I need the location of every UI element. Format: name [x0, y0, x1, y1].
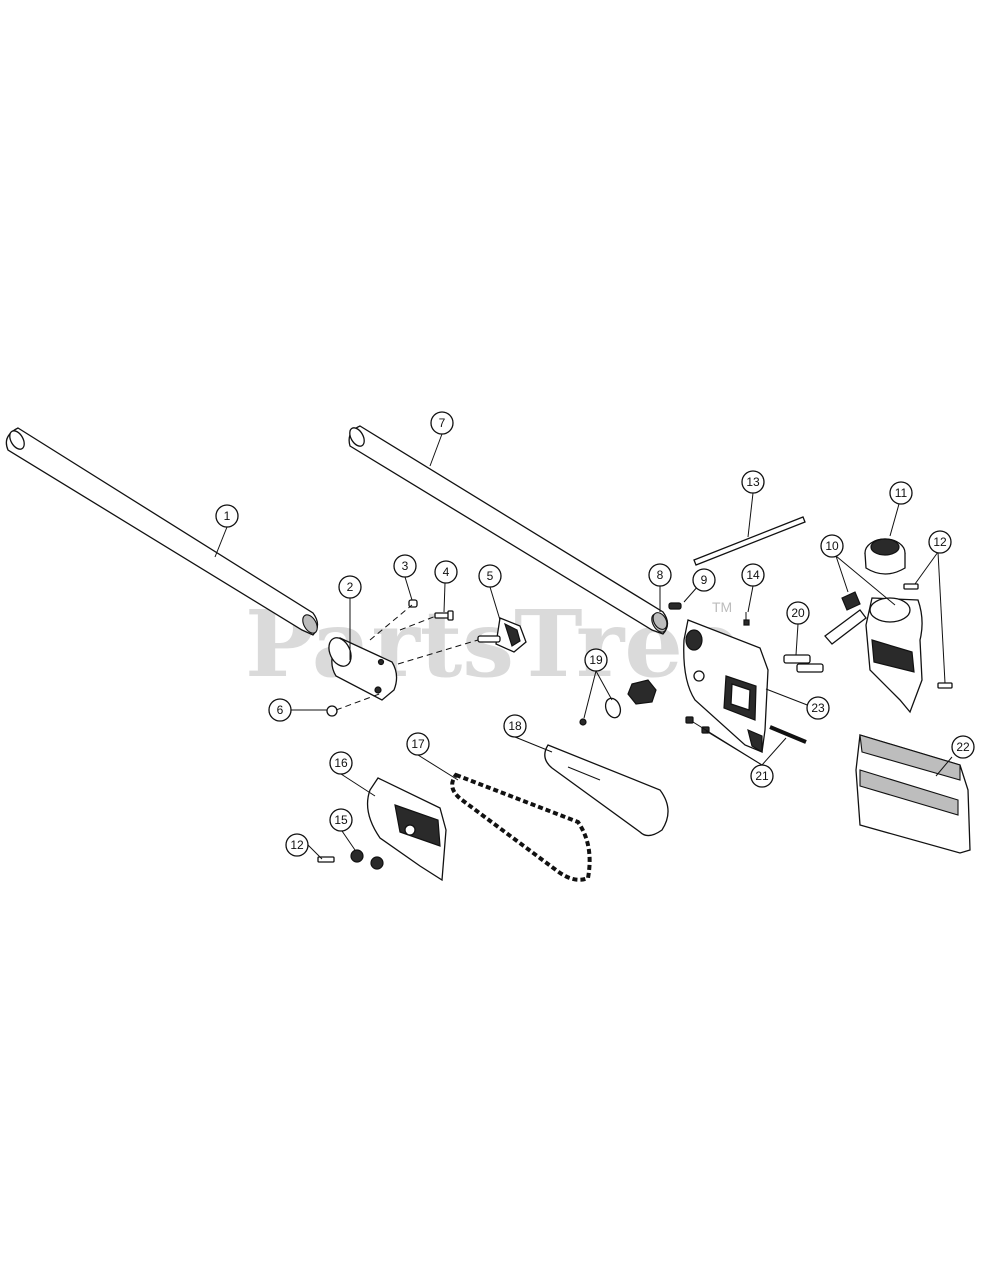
part-pin-14: [743, 612, 750, 626]
svg-text:10: 10: [825, 539, 839, 553]
callout-23: 23: [806, 696, 830, 720]
part-sprocket-cover-16: [366, 777, 447, 882]
callout-6: 6: [268, 698, 292, 722]
callout-8: 8: [648, 563, 672, 587]
part-oil-tank-10: [824, 591, 923, 714]
svg-text:5: 5: [487, 569, 494, 583]
callout-22: 22: [951, 735, 975, 759]
svg-text:20: 20: [791, 606, 805, 620]
svg-text:23: 23: [811, 701, 825, 715]
callout-5: 5: [478, 564, 502, 588]
callout-19: 19: [584, 648, 608, 672]
svg-text:21: 21: [755, 769, 769, 783]
watermark-trademark: TM: [712, 599, 732, 615]
callout-3: 3: [393, 554, 417, 578]
svg-text:13: 13: [746, 475, 760, 489]
svg-text:9: 9: [701, 573, 708, 587]
svg-text:14: 14: [746, 568, 760, 582]
svg-text:12: 12: [933, 535, 947, 549]
callout-20: 20: [786, 601, 810, 625]
svg-text:18: 18: [508, 719, 522, 733]
callout-13: 13: [741, 470, 765, 494]
callout-12-bottom: 12: [285, 833, 309, 857]
svg-text:11: 11: [895, 486, 908, 500]
callout-18: 18: [503, 714, 527, 738]
callout-10: 10: [820, 534, 844, 558]
callout-15: 15: [329, 808, 353, 832]
part-screw-9: [668, 602, 682, 610]
part-drive-housing-23: [683, 619, 769, 754]
callout-16: 16: [329, 751, 353, 775]
callout-14: 14: [741, 563, 765, 587]
part-guide-bar-18: [544, 744, 669, 837]
part-screw-4: [434, 610, 454, 621]
callout-12-top: 12: [928, 530, 952, 554]
callout-7: 7: [430, 411, 454, 435]
svg-text:8: 8: [657, 568, 664, 582]
part-lower-boom-tube: [5, 427, 319, 636]
part-scabbard-22: [855, 734, 971, 854]
part-rod-13: [693, 516, 806, 566]
part-end-cap-8: [652, 612, 668, 630]
part-nut-6: [326, 705, 338, 717]
callout-2: 2: [338, 575, 362, 599]
svg-text:4: 4: [443, 565, 450, 579]
part-screws-21: [685, 716, 807, 744]
part-oil-cap-11: [864, 538, 906, 575]
callout-9: 9: [692, 568, 716, 592]
callout-4: 4: [434, 560, 458, 584]
part-bolts-20: [783, 654, 824, 673]
svg-text:2: 2: [347, 580, 354, 594]
svg-text:12: 12: [290, 838, 304, 852]
callout-1: 1: [215, 504, 239, 528]
part-sprocket-19: [579, 679, 657, 726]
part-nuts-15: [350, 849, 384, 870]
part-coupler: [328, 637, 398, 701]
callout-11: 11: [889, 481, 913, 505]
svg-text:16: 16: [334, 756, 348, 770]
svg-text:15: 15: [334, 813, 348, 827]
part-screw-12-top: [903, 583, 953, 689]
svg-text:6: 6: [277, 703, 284, 717]
svg-text:19: 19: [589, 653, 603, 667]
svg-text:1: 1: [224, 509, 231, 523]
part-saw-chain-17: [450, 772, 592, 882]
svg-text:22: 22: [956, 740, 970, 754]
svg-text:17: 17: [411, 737, 425, 751]
svg-text:3: 3: [402, 559, 409, 573]
callout-17: 17: [406, 732, 430, 756]
part-screw-12-bottom: [317, 856, 335, 863]
part-knob-5: [477, 617, 527, 653]
svg-text:7: 7: [439, 416, 446, 430]
callout-21: 21: [750, 764, 774, 788]
watermark-text: PartsTree: [245, 590, 741, 698]
